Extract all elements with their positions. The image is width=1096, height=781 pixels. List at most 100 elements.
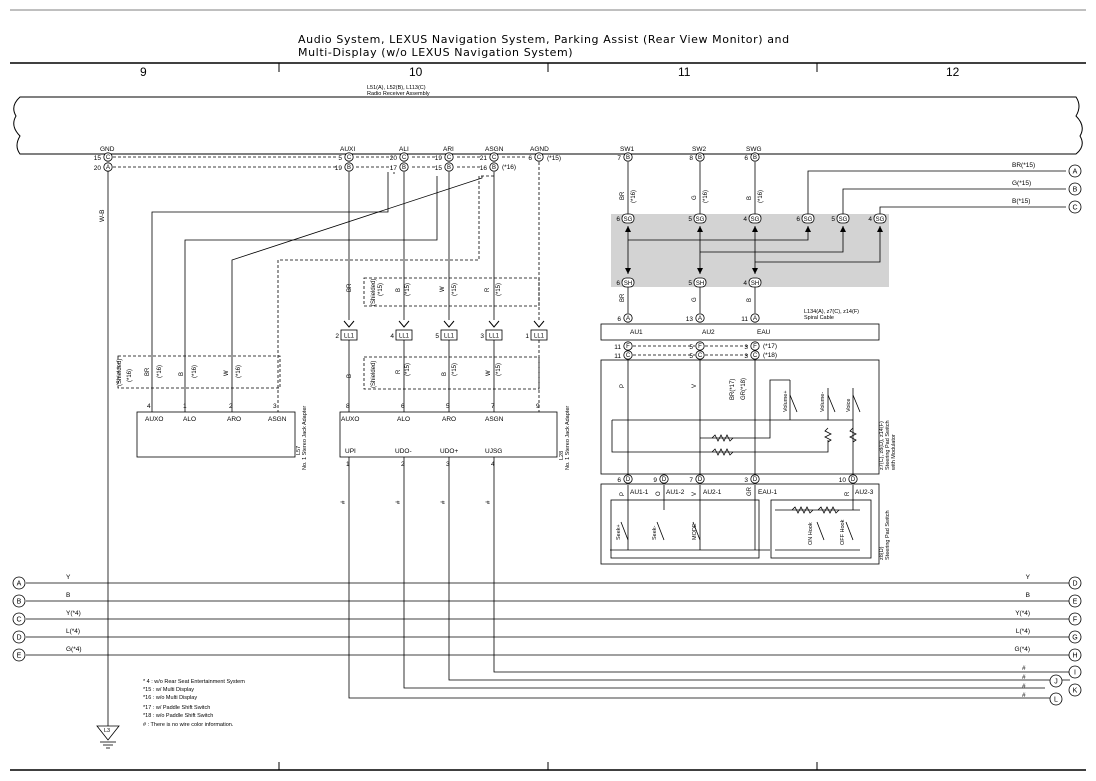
l57-pin-auxo: AUXO — [145, 416, 163, 423]
l57-pin-alo: ALO — [183, 416, 196, 423]
l28-num-8: 8 — [346, 403, 350, 410]
spiral-top-1-letter: A — [698, 316, 702, 322]
sg-label-4: SG — [839, 217, 848, 223]
wc-n16-d: (*16) — [236, 365, 242, 378]
radio-pin-0-c-letter: C — [106, 155, 111, 161]
l57-num-3: 3 — [273, 403, 277, 410]
switch-seek-plus: Seek+ — [616, 524, 622, 540]
pad-pin-num-4: 10 — [839, 477, 847, 484]
l28-pin-asgn: ASGN — [485, 416, 504, 423]
wc-br-n17: BR(*17) — [730, 379, 736, 400]
note-4: * 4 : w/o Rear Seat Entertainment System — [143, 679, 245, 685]
bottom-conn-I-label: # — [1022, 665, 1026, 672]
spiral-low-b-2-letter: C — [753, 353, 758, 359]
wc-b-alo: B — [179, 372, 185, 376]
wc-r-l28-alo: R — [396, 369, 402, 374]
sg-label-0: SG — [624, 217, 633, 223]
wc-br-sw1: BR — [620, 191, 626, 200]
radio-pin-0-b-circle — [103, 162, 113, 172]
bottom-conn-L-label: # — [1022, 692, 1026, 699]
radio-pin-1-b-circle — [344, 162, 354, 172]
wc-n16-c: (*16) — [192, 365, 198, 378]
pad-pin-num-3: 3 — [744, 477, 748, 484]
spiral-pin-au2: AU2 — [702, 329, 715, 336]
pad-pin-num-0: 6 — [617, 477, 621, 484]
pin-label-swg: SWG — [746, 146, 762, 153]
pad-name: z8(D) — [879, 546, 885, 560]
radio-pin-2-num2: 17 — [390, 165, 398, 172]
l28-num-7: 7 — [491, 403, 495, 410]
l28-num-3: 3 — [446, 461, 450, 468]
ll1-label-4: LL1 — [534, 334, 545, 340]
pad-pin-0-letter: D — [626, 477, 631, 483]
wc-hash-3: # — [441, 500, 447, 504]
pin-label-gnd: GND — [100, 146, 115, 153]
wc-n16-f: (*16) — [703, 190, 709, 203]
wc-w-ari: W — [440, 286, 446, 292]
title-line-1: Audio System, LEXUS Navigation System, P… — [298, 33, 790, 46]
diagram-title: Audio System, LEXUS Navigation System, P… — [298, 33, 790, 59]
spiral-low-b-num-1: 5 — [689, 353, 693, 360]
pad-pin-num-1: 9 — [653, 477, 657, 484]
ll1-arrow-2 — [443, 320, 455, 328]
wc-n16-a: (*16) — [127, 369, 133, 382]
ll1-arrow-1 — [398, 320, 410, 328]
wc-br-auxi: BR — [347, 283, 353, 292]
pad-pin-4-circle — [848, 474, 858, 484]
radio-pin-6-c-circle — [623, 152, 633, 162]
bus-left-D-circle — [12, 630, 26, 644]
pin-label-auxi: AUXI — [340, 146, 355, 153]
radio-pin-4-b-letter: B — [492, 165, 496, 171]
sh-pin-0 — [621, 277, 635, 288]
pad-mod-desc2: with Modulator — [891, 434, 897, 471]
bus-left-C-circle — [12, 612, 26, 626]
ll1-box-4 — [530, 329, 548, 341]
sh-arrow-1 — [697, 268, 703, 274]
l28-pin-upi: UPI — [345, 448, 356, 455]
wc-v-pad: V — [692, 492, 698, 496]
bus-right-H-circle — [1068, 648, 1082, 662]
spiral-low-a-1-letter: F — [698, 344, 702, 350]
wc-n15-e: (*15) — [405, 363, 411, 376]
radio-pin-8-c-circle — [750, 152, 760, 162]
radio-pin-3-num2: 15 — [435, 165, 443, 172]
pad-pin-2-letter: D — [698, 477, 703, 483]
l57-pin-asgn: ASGN — [268, 416, 287, 423]
sh-pin-2 — [748, 277, 762, 288]
l57-name: L57 — [296, 446, 302, 455]
l28-num-1: 1 — [346, 461, 350, 468]
switch-on-hook: ON Hook — [808, 522, 814, 545]
wc-n15-g: (*15) — [496, 363, 502, 376]
column-9: 9 — [140, 65, 147, 79]
ll1-label-2: LL1 — [444, 334, 455, 340]
bottom-conn-K-circle — [1068, 683, 1082, 697]
wc-w-aro: W — [224, 370, 230, 376]
sh-arrow-0 — [625, 268, 631, 274]
radio-pin-3-num1: 19 — [435, 155, 443, 162]
l28-num-9: 9 — [536, 403, 540, 410]
bottom-conn-I-circle — [1068, 665, 1082, 679]
right-conn-C-label: B(*15) — [1012, 198, 1030, 205]
sg-arrow-1 — [697, 226, 703, 232]
pin-label-agnd: AGND — [530, 146, 549, 153]
l28-pin-aro: ARO — [442, 416, 456, 423]
wc-g-au2: G — [692, 297, 698, 302]
wc-b-l28-auxo: B — [347, 374, 353, 378]
radio-pin-1-num1: 5 — [338, 155, 342, 162]
bottom-conn-L-circle — [1049, 692, 1063, 706]
l28-name: L28 — [559, 451, 565, 460]
wc-n15-f: (*15) — [452, 363, 458, 376]
bus-right-D-color: Y — [1026, 574, 1031, 581]
bus-left-E-id: E — [17, 653, 22, 660]
note-hash: # : There is no wire color information. — [143, 722, 234, 728]
asgn-note: (*16) — [502, 164, 516, 171]
note-16: *16 : w/o Multi Display — [143, 695, 197, 701]
radio-pin-0-num2: 20 — [94, 165, 102, 172]
sg-arrow-2 — [752, 226, 758, 232]
ll1-arrow-0 — [343, 320, 355, 328]
bottom-conn-L-id: L — [1054, 697, 1058, 704]
radio-pin-3-c-letter: C — [447, 155, 452, 161]
radio-pin-1-c-circle — [344, 152, 354, 162]
bus-right-F-color: Y(*4) — [1015, 610, 1030, 617]
